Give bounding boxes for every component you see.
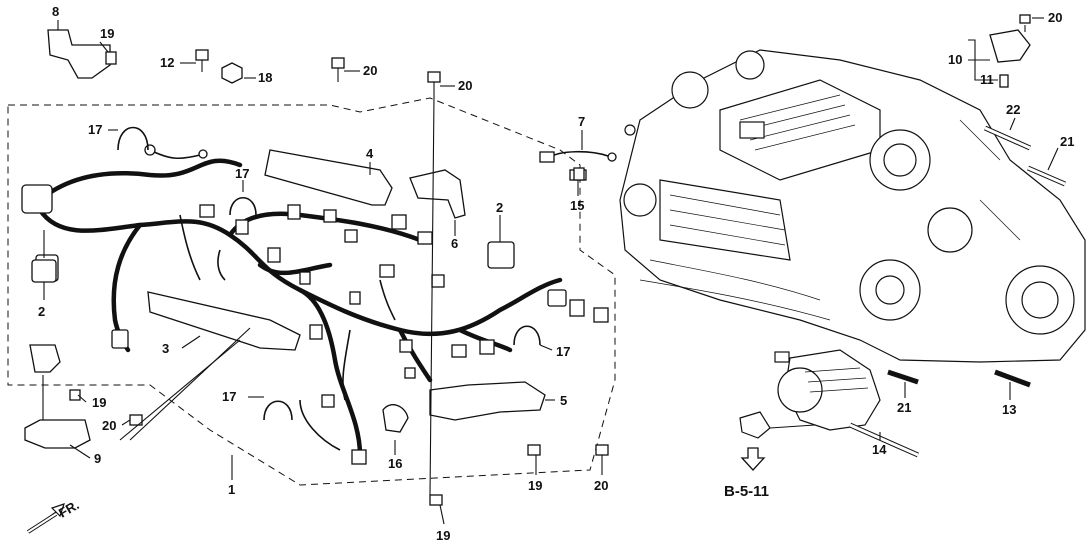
callout-16: 16 [388, 456, 402, 471]
callout-2: 2 [496, 200, 503, 215]
holder-2b [487, 241, 515, 269]
callout-20: 20 [363, 63, 377, 78]
callout-21: 21 [1060, 134, 1074, 149]
callout-12: 12 [160, 55, 174, 70]
bolt-14-inner [849, 423, 919, 457]
main-wire-harness [37, 158, 563, 458]
holder-2a [31, 259, 57, 283]
rail-4 [264, 149, 393, 206]
callout-15: 15 [570, 198, 584, 213]
callout-19: 19 [436, 528, 450, 543]
front-direction-label: FR. [56, 497, 82, 520]
callout-11: 11 [980, 72, 994, 87]
callout-19: 19 [92, 395, 106, 410]
front-direction-arrow [26, 503, 65, 534]
callout-21: 21 [897, 400, 911, 415]
callout-5: 5 [560, 393, 567, 408]
callout-22: 22 [1006, 102, 1020, 117]
bolt-21-lower [887, 369, 919, 385]
callout-8: 8 [52, 4, 59, 19]
clip-16 [382, 404, 409, 433]
sensor-10 [989, 25, 1031, 63]
harness-group-boundary [7, 97, 616, 486]
bolt-13 [994, 369, 1031, 388]
callout-6: 6 [451, 236, 458, 251]
bracket-9 [24, 344, 91, 449]
bracket-8 [47, 29, 111, 79]
callout-20: 20 [102, 418, 116, 433]
callout-17: 17 [556, 344, 570, 359]
callout-1: 1 [228, 482, 235, 497]
sensor-12 [144, 144, 208, 160]
callout-20: 20 [594, 478, 608, 493]
callout-17: 17 [88, 122, 102, 137]
callout-17: 17 [222, 389, 236, 404]
callout-10: 10 [948, 52, 962, 67]
callout-20: 20 [458, 78, 472, 93]
clamps-17 [117, 126, 541, 421]
callout-18: 18 [258, 70, 272, 85]
starter-motor [739, 349, 881, 439]
engine-assembly [619, 49, 1086, 363]
callout-9: 9 [94, 451, 101, 466]
callout-14: 14 [872, 442, 887, 457]
callout-13: 13 [1002, 402, 1016, 417]
bracket-5 [429, 381, 546, 421]
callout-19: 19 [100, 26, 114, 41]
callout-labels: 8 19 12 18 20 20 17 17 4 7 15 6 2 2 3 17… [38, 4, 1074, 543]
rail-3 [147, 291, 301, 351]
bolts-right [983, 125, 1066, 187]
callout-4: 4 [366, 146, 374, 161]
callout-17: 17 [235, 166, 249, 181]
reference-arrow [740, 447, 766, 471]
bracket-6 [409, 169, 466, 219]
reference-label: B-5-11 [724, 483, 769, 500]
callout-2: 2 [38, 304, 45, 319]
callout-19: 19 [528, 478, 542, 493]
callout-3: 3 [162, 341, 169, 356]
callout-7: 7 [578, 114, 585, 129]
leader-lines [43, 17, 1059, 525]
fasteners [69, 14, 1031, 506]
callout-20: 20 [1048, 10, 1062, 25]
